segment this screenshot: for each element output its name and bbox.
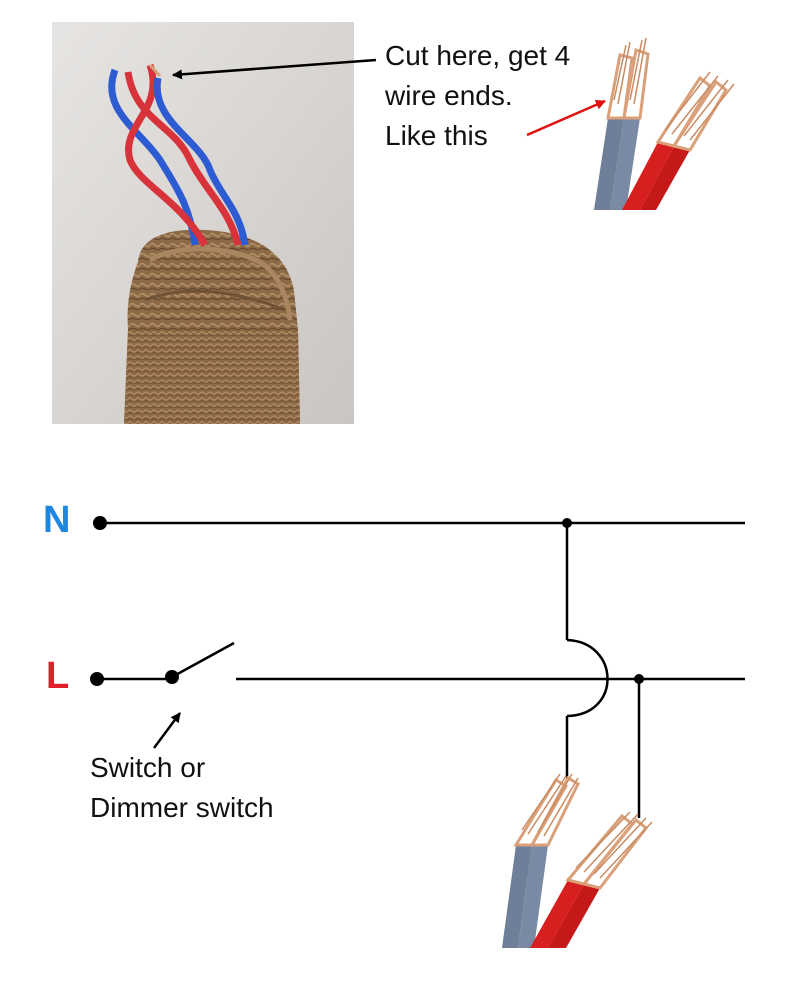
photo-twisted-flex xyxy=(52,22,354,424)
caption-line-1: Cut here, get 4 xyxy=(385,40,571,71)
switch-pivot-dot xyxy=(165,670,179,684)
caption-line-2: wire ends. xyxy=(385,80,513,111)
cut-pointer-arrow xyxy=(172,58,377,80)
switch-symbol xyxy=(171,641,235,679)
like-this-pointer-arrow xyxy=(526,99,606,137)
switch-pointer-arrow xyxy=(152,712,182,749)
live-terminal-dot xyxy=(90,672,104,686)
live-line xyxy=(97,641,745,818)
neutral-line xyxy=(100,521,745,778)
live-junction-dot xyxy=(634,674,644,684)
cut-wire-ends-bottom xyxy=(502,773,653,948)
neutral-terminal-dot xyxy=(93,516,107,530)
neutral-junction-dot xyxy=(562,518,572,528)
caption-line-3: Like this xyxy=(385,120,488,151)
neutral-label: N xyxy=(43,499,71,541)
live-label: L xyxy=(46,655,70,697)
cut-wire-ends-top xyxy=(594,37,735,210)
switch-label-line-1: Switch or xyxy=(90,752,206,783)
switch-label-line-2: Dimmer switch xyxy=(90,792,274,823)
